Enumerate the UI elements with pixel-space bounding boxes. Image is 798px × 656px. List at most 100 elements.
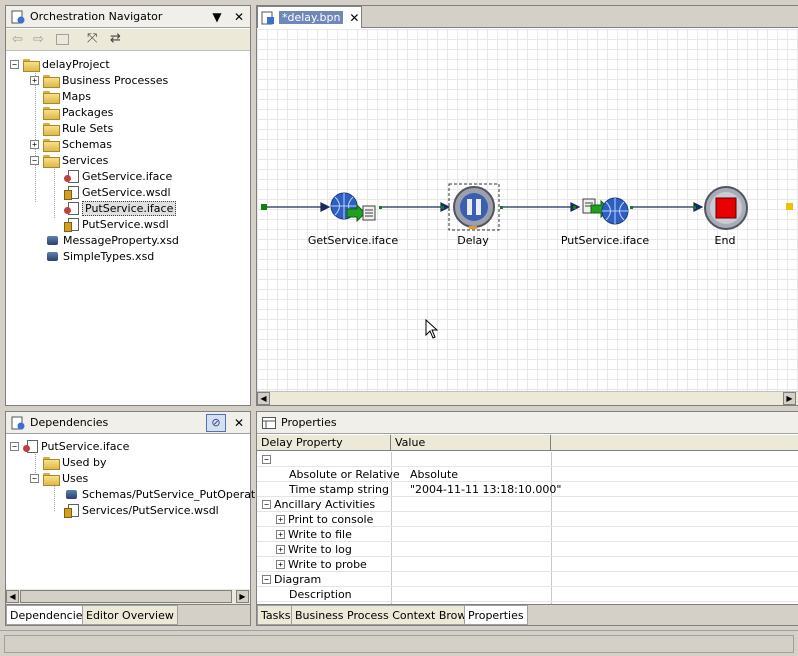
node-putservice[interactable] xyxy=(582,197,629,225)
end-marker xyxy=(786,203,793,210)
property-row[interactable]: Time stamp string "2004-11-11 13:18:10.0… xyxy=(257,482,798,497)
tab-tasks[interactable]: Tasks xyxy=(257,605,295,625)
editor-tab-delay-bpn[interactable]: *delay.bpn ✕ xyxy=(257,6,362,28)
tab-properties[interactable]: Properties xyxy=(464,605,528,625)
tree-item-getservice-iface[interactable]: GetService.iface xyxy=(64,168,172,184)
dep-item-used-by[interactable]: Used by xyxy=(43,454,107,470)
tree-item-getservice-wsdl[interactable]: GetService.wsdl xyxy=(64,184,171,200)
property-row[interactable]: + Print to console xyxy=(257,512,798,527)
wsdl-file-icon xyxy=(64,185,79,200)
close-icon[interactable]: ✕ xyxy=(349,10,360,25)
status-field xyxy=(4,635,794,653)
collapse-icon[interactable]: − xyxy=(262,454,271,464)
properties-title: Properties xyxy=(281,416,337,429)
process-diagram xyxy=(261,183,793,231)
tab-dependencies[interactable]: Dependencies xyxy=(6,605,93,625)
back-arrow-icon[interactable]: ⇦ xyxy=(12,32,23,47)
editor-tab-strip: *delay.bpn ✕ xyxy=(257,6,798,28)
schema-file-icon xyxy=(45,249,59,263)
tree-item-messageproperty-xsd[interactable]: MessageProperty.xsd xyxy=(45,232,179,248)
tree-item-putservice-iface[interactable]: PutService.iface xyxy=(64,200,177,216)
property-row[interactable]: Description xyxy=(257,587,798,602)
node-delay[interactable] xyxy=(448,183,500,231)
node-end[interactable] xyxy=(704,186,748,230)
properties-tab-strip: Tasks Business Process Context Browser P… xyxy=(257,604,798,625)
tree-item-business-processes[interactable]: +Business Processes xyxy=(30,72,168,88)
tab-editor-overview[interactable]: Editor Overview xyxy=(82,605,178,625)
navigator-view-icon xyxy=(11,10,25,23)
expand-icon[interactable]: + xyxy=(30,139,39,149)
folder-icon xyxy=(43,456,60,470)
tree-item-rule-sets[interactable]: Rule Sets xyxy=(43,120,113,136)
column-header-value[interactable]: Value xyxy=(391,435,551,450)
tree-item-services[interactable]: −Services xyxy=(30,152,108,168)
close-icon[interactable]: ✕ xyxy=(233,416,245,430)
tree-guide xyxy=(54,162,55,218)
tree-item-putservice-wsdl[interactable]: PutService.wsdl xyxy=(64,216,169,232)
collapse-icon[interactable]: − xyxy=(10,441,19,451)
project-folder-icon xyxy=(23,58,40,72)
node-label-getservice: GetService.iface xyxy=(307,234,399,247)
dep-item-services-putservice-wsdl[interactable]: Services/PutService.wsdl xyxy=(64,502,219,518)
expand-icon[interactable]: + xyxy=(276,514,285,524)
scroll-left-button[interactable]: ◀ xyxy=(257,392,270,405)
column-header-property[interactable]: Delay Property xyxy=(257,435,391,450)
mouse-cursor-icon xyxy=(425,319,439,339)
dependencies-panel: Dependencies ⊘ ✕ −PutService.iface Used … xyxy=(5,411,272,626)
expand-icon[interactable]: + xyxy=(276,544,285,554)
up-folder-icon[interactable] xyxy=(56,34,69,45)
dep-item-uses[interactable]: −Uses xyxy=(30,470,88,486)
property-row[interactable]: + Write to probe xyxy=(257,557,798,572)
scroll-right-button[interactable]: ▶ xyxy=(783,392,796,405)
collapse-icon[interactable]: − xyxy=(10,59,19,69)
expand-icon[interactable]: + xyxy=(276,529,285,539)
process-canvas[interactable]: GetService.iface Delay PutService.iface … xyxy=(257,29,798,391)
collapse-all-icon[interactable]: ⤧ xyxy=(87,31,98,46)
close-icon[interactable]: ✕ xyxy=(233,10,245,24)
property-row[interactable]: + Write to log xyxy=(257,542,798,557)
properties-view-icon xyxy=(262,416,276,429)
expand-icon[interactable]: + xyxy=(276,559,285,569)
port-dot xyxy=(693,206,696,209)
dependency-toggle-icon[interactable]: ⊘ xyxy=(206,414,226,432)
node-getservice[interactable] xyxy=(330,192,376,223)
property-row[interactable]: Absolute or Relative Absolute xyxy=(257,467,798,482)
wsdl-file-icon xyxy=(64,503,79,518)
property-row[interactable]: − xyxy=(257,452,798,467)
tree-item-schemas[interactable]: +Schemas xyxy=(30,136,112,152)
navigator-title: Orchestration Navigator xyxy=(30,10,163,23)
tree-item-packages[interactable]: Packages xyxy=(43,104,113,120)
link-editor-icon[interactable]: ⇄ xyxy=(110,31,121,46)
dependencies-view-icon xyxy=(11,416,25,429)
dependencies-horizontal-scrollbar[interactable]: ◀ ▶ xyxy=(6,589,250,604)
collapse-icon[interactable]: − xyxy=(262,574,271,584)
scroll-right-button[interactable]: ▶ xyxy=(236,590,249,603)
node-label-end: End xyxy=(714,234,736,247)
tab-business-process-context-browser[interactable]: Business Process Context Browser xyxy=(291,605,488,625)
tree-item-delayproject[interactable]: −delayProject xyxy=(10,56,110,72)
tree-item-simpletypes-xsd[interactable]: SimpleTypes.xsd xyxy=(45,248,154,264)
interface-file-icon xyxy=(64,169,79,183)
property-row[interactable]: + Write to file xyxy=(257,527,798,542)
editor-horizontal-scrollbar[interactable]: ◀ ▶ xyxy=(257,391,798,405)
green-arrow-icon xyxy=(346,203,366,223)
properties-panel: Properties Delay Property Value − Absolu… xyxy=(256,411,798,626)
dep-item-putservice-iface[interactable]: −PutService.iface xyxy=(10,438,129,454)
expand-icon[interactable]: + xyxy=(30,75,39,85)
status-bar xyxy=(0,630,798,656)
collapse-icon[interactable]: − xyxy=(30,473,39,483)
collapse-icon[interactable]: − xyxy=(262,499,271,509)
property-row[interactable]: − Ancillary Activities xyxy=(257,497,798,512)
dep-item-schemas-putservice[interactable]: Schemas/PutService_PutOperation xyxy=(64,486,272,502)
property-row[interactable]: − Diagram xyxy=(257,572,798,587)
start-marker[interactable] xyxy=(261,204,267,210)
scroll-thumb[interactable] xyxy=(20,590,232,603)
collapse-icon[interactable]: − xyxy=(30,155,39,165)
properties-titlebar: Properties xyxy=(257,412,798,434)
node-label-putservice: PutService.iface xyxy=(560,234,650,247)
tree-item-maps[interactable]: Maps xyxy=(43,88,91,104)
scroll-left-button[interactable]: ◀ xyxy=(6,590,19,603)
forward-arrow-icon[interactable]: ⇨ xyxy=(33,32,44,47)
orchestration-navigator-panel: Orchestration Navigator ▼ ✕ ⇦ ⇨ ⤧ ⇄ −del… xyxy=(5,5,251,406)
chevron-down-icon[interactable]: ▼ xyxy=(212,10,222,24)
